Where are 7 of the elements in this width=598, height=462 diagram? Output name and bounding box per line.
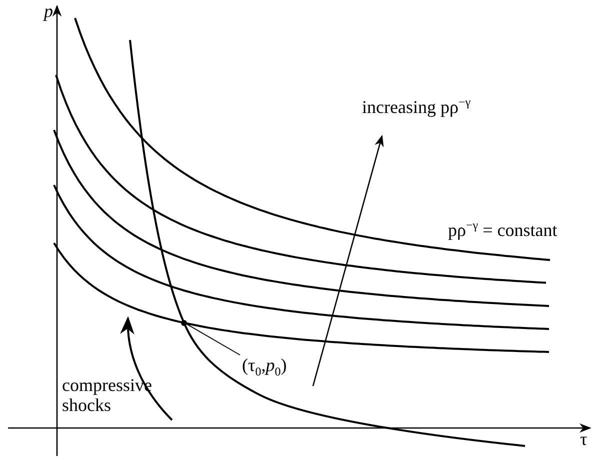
point-marker [181, 320, 187, 326]
point-label: (τ$_{0}$,p$_{0}$) [242, 356, 287, 379]
curve-label: pρ$^{−γ}$ = constant [448, 219, 558, 241]
annotation: increasing pρ$^{−γ}$ [362, 96, 471, 118]
axis-label: p [44, 2, 53, 22]
leader-line [186, 324, 240, 356]
axis-label: τ [580, 430, 588, 450]
